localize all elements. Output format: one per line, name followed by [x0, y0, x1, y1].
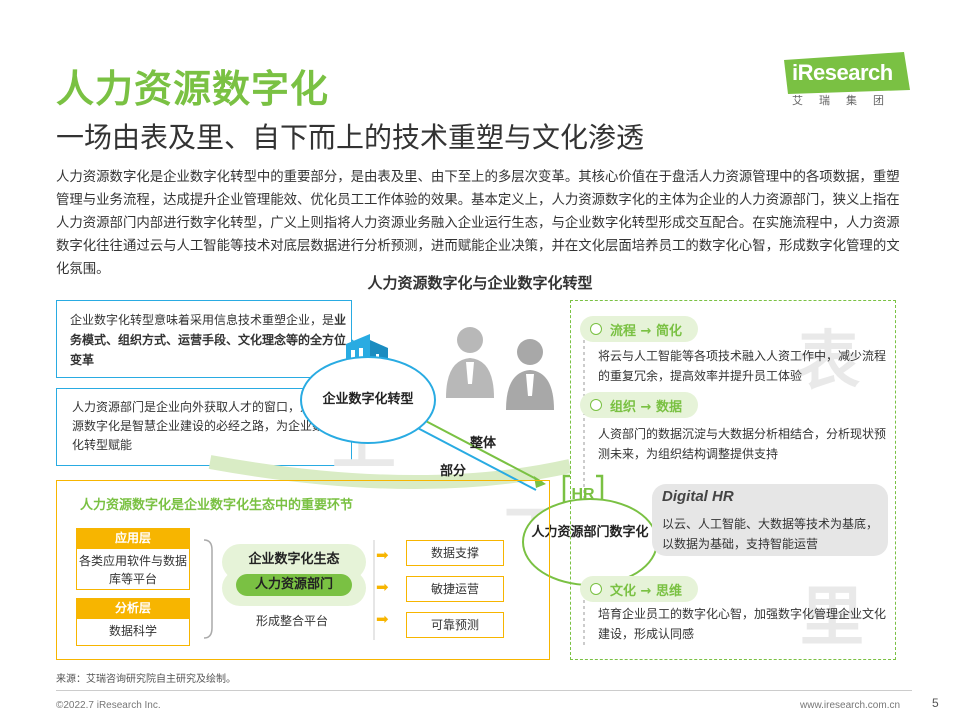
- website-link[interactable]: www.iresearch.com.cn: [800, 700, 901, 711]
- arrow-right-icon: ➡: [376, 578, 389, 596]
- logo-text: iResearch: [792, 60, 893, 85]
- page-subtitle: 一场由表及里、自下而上的技术重塑与文化渗透: [56, 121, 645, 154]
- app-layer-label: 应用层: [76, 528, 190, 548]
- enterprise-transformation-label: 企业数字化转型: [322, 392, 414, 407]
- footer-divider: [56, 690, 912, 691]
- bullet-dot-icon: [590, 323, 602, 335]
- enterprise-transformation-circle: [300, 356, 436, 444]
- culture-title: 文化 → 思维: [610, 584, 682, 599]
- org-title: 组织 → 数据: [610, 400, 682, 415]
- eco-pill-hr-dept: 人力资源部门: [236, 574, 352, 596]
- output-agile-ops: 敏捷运营: [406, 576, 504, 602]
- right-frame: [570, 300, 896, 660]
- watermark-li: 里: [800, 581, 864, 655]
- digital-hr-desc: 以云、人工智能、大数据等技术为基底，以数据为基础，支持智能运营: [662, 517, 879, 551]
- transformation-definition-bold: 业务模式、组织方式、运营手段、文化理念等的全方位变革: [70, 313, 347, 367]
- ecosystem-frame: [56, 480, 550, 660]
- output-reliable-forecast: 可靠预测: [406, 612, 504, 638]
- label-whole: 整体: [470, 436, 497, 451]
- hr-digital-label: 人力资源部门数字化: [531, 525, 649, 540]
- page-number: 5: [932, 696, 939, 710]
- process-desc: 将云与人工智能等各项技术融入人资工作中，减少流程的重复冗余，提高效率并提升员工体…: [598, 349, 887, 383]
- digital-hr-title: Digital HR: [662, 488, 734, 505]
- people-icon: [446, 327, 554, 410]
- eco-platform-label: 形成整合平台: [256, 614, 329, 628]
- arrow-right-icon: ➡: [376, 610, 389, 628]
- label-part: 部分: [440, 464, 467, 479]
- arrow-right-icon: ➡: [376, 546, 389, 564]
- eco-pill-ecosystem: 企业数字化生态: [248, 552, 340, 567]
- ecosystem-title: 人力资源数字化是企业数字化生态中的重要环节: [80, 498, 354, 513]
- output-data-support: 数据支撑: [406, 540, 504, 566]
- org-desc: 人资部门的数据沉淀与大数据分析相结合，分析现状预测未来，为组织结构调整提供支持: [598, 427, 887, 461]
- process-title: 流程 → 简化: [610, 324, 682, 339]
- logo-cn-text: 艾瑞集团: [792, 94, 900, 107]
- bullet-dot-icon: [590, 399, 602, 411]
- hr-department-text: 人力资源部门是企业向外获取人才的窗口，人力资源数字化是智慧企业建设的必经之路，为…: [72, 400, 337, 452]
- bullet-dot-icon: [590, 583, 602, 595]
- app-layer-desc: 各类应用软件与数据库等平台: [76, 548, 190, 590]
- page-title: 人力资源数字化: [56, 67, 330, 111]
- watermark-biao: 表: [796, 325, 860, 399]
- transformation-definition-pre: 企业数字化转型意味着采用信息技术重塑企业，是: [70, 313, 335, 327]
- iresearch-logo: [784, 52, 910, 114]
- transformation-definition-box: [56, 300, 352, 378]
- source-note: 来源：艾瑞咨询研究院自主研究及绘制。: [56, 674, 236, 685]
- transformation-definition-text: 企业数字化转型意味着采用信息技术重塑企业，是业务模式、组织方式、运营手段、文化理…: [70, 310, 348, 370]
- hr-digital-circle: [522, 498, 658, 586]
- copyright: ©2022.7 iResearch Inc.: [56, 700, 161, 711]
- digital-hr-box: [652, 484, 888, 556]
- culture-desc: 培育企业员工的数字化心智，加强数字化管理企业文化建设，形成认同感: [598, 607, 887, 641]
- analysis-layer-desc: 数据科学: [76, 618, 190, 646]
- diagram-title: 人力资源数字化与企业数字化转型: [367, 274, 593, 292]
- intro-paragraph: 人力资源数字化是企业数字化转型中的重要部分，是由表及里、由下至上的多层次变革。其…: [56, 170, 900, 277]
- analysis-layer-label: 分析层: [76, 598, 190, 618]
